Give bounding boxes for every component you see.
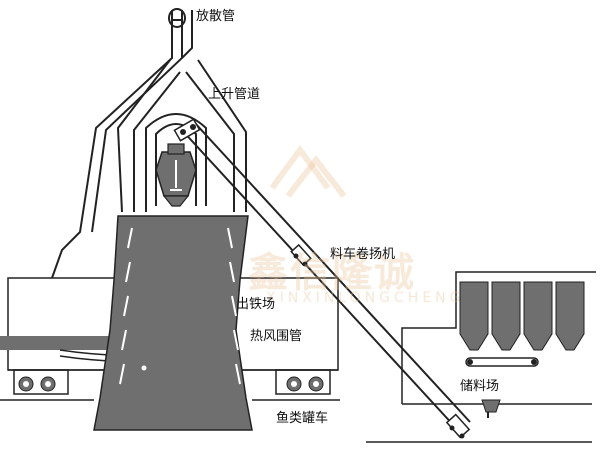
furnace-body (93, 215, 253, 431)
label-vent-pipe: 放散管 (196, 9, 236, 24)
torpedo-car-left (13, 369, 69, 395)
label-storage-yard: 储料场 (460, 379, 500, 394)
label-bustle-pipe: 热风围管 (250, 329, 303, 344)
watermark-text: 鑫信隆诚 (248, 250, 416, 296)
furnace-top-bell (155, 143, 197, 207)
label-skip-hoist: 料车卷扬机 (330, 247, 396, 262)
label-torpedo-car: 鱼类罐车 (276, 411, 329, 426)
storage-yard (401, 271, 596, 418)
label-uptake-pipe: 上升管道 (208, 87, 261, 102)
skip-hoist-incline (173, 118, 471, 439)
label-tap-floor: 出铁场 (236, 297, 276, 312)
torpedo-car-right (275, 369, 331, 395)
watermark-logo (269, 144, 347, 198)
watermark-subtext: XINXINLONGCHENG (266, 290, 465, 306)
